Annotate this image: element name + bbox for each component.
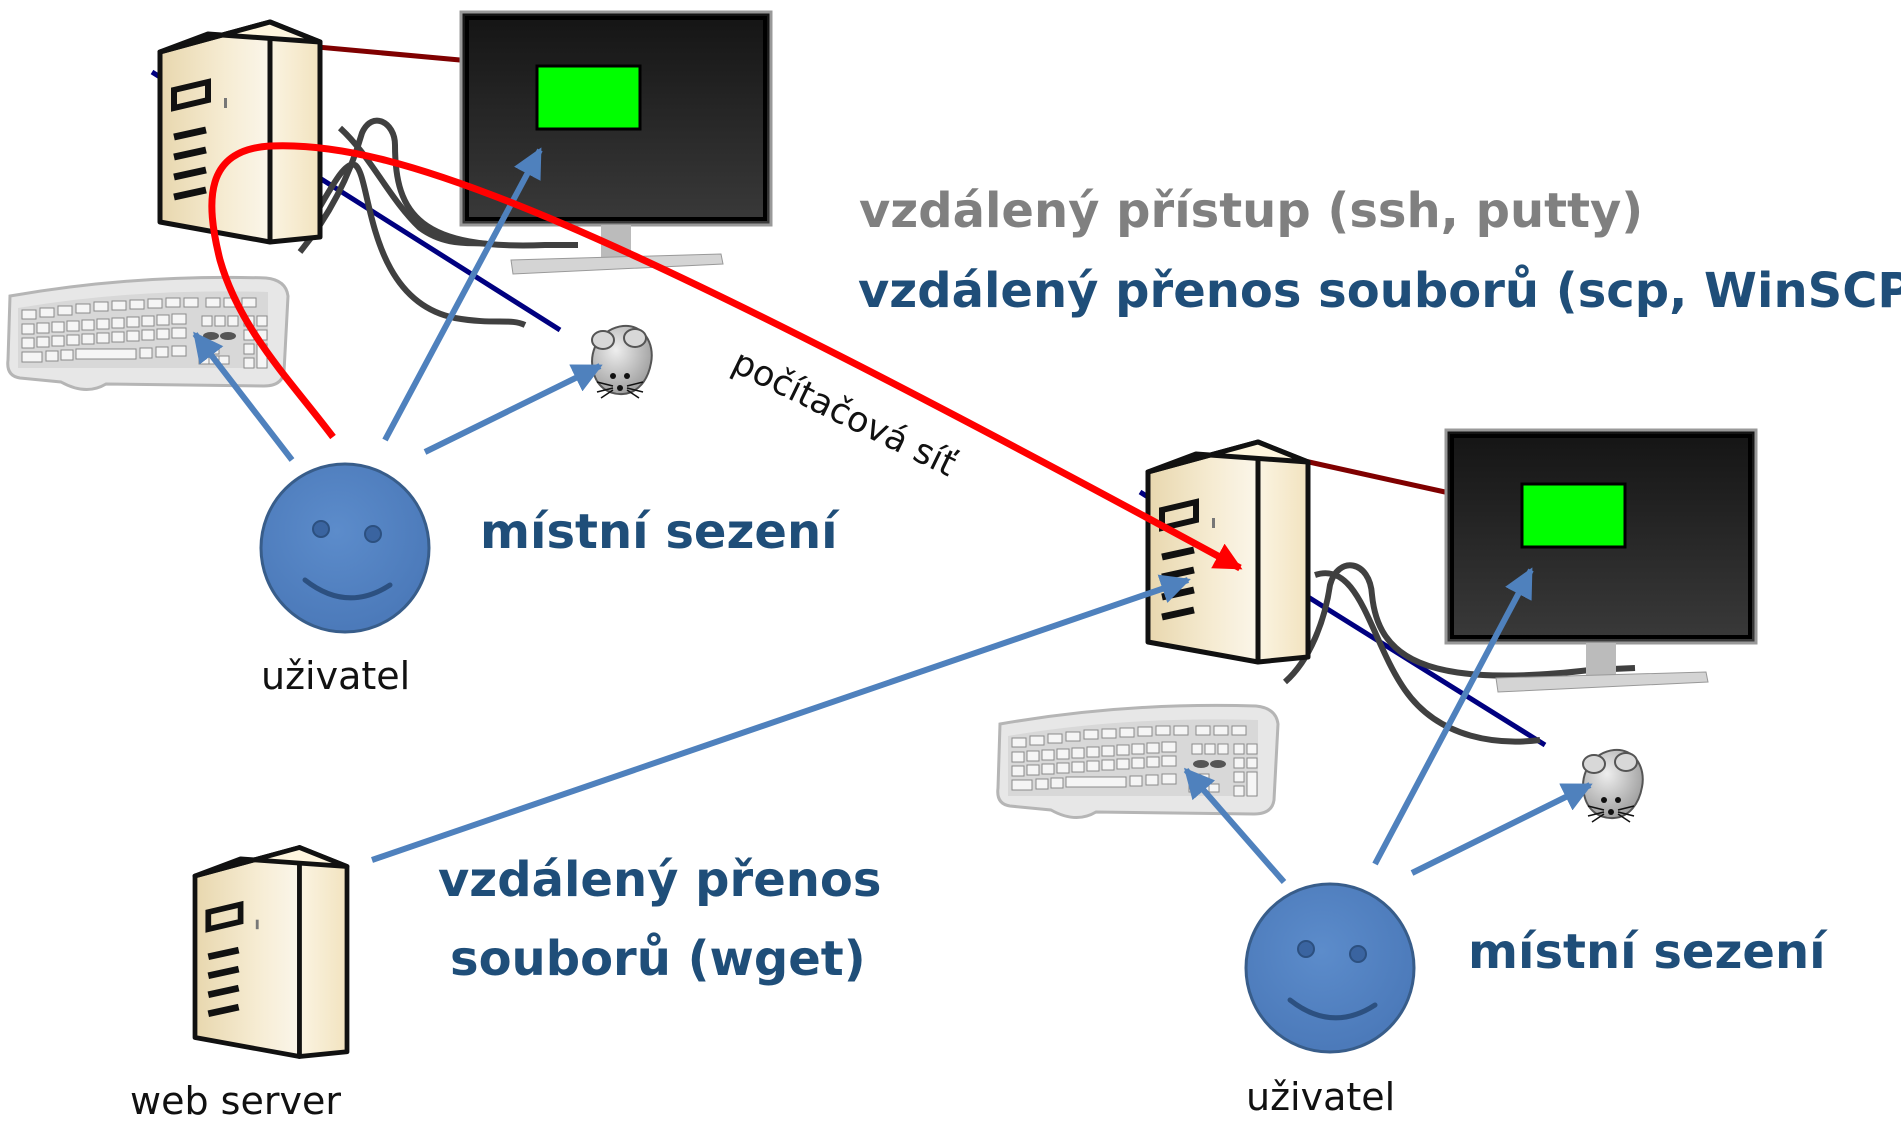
- keyboard-icon: [996, 703, 1280, 820]
- network-arrow: [208, 142, 1243, 572]
- local-session-arrows-2: [1183, 567, 1593, 884]
- user-label-2: uživatel: [1246, 1075, 1396, 1119]
- local-session-label-2: místní sezení: [1468, 924, 1826, 980]
- monitor-icon: [1444, 428, 1758, 694]
- mouse-icon: [1582, 748, 1644, 823]
- wget-arrow: [371, 574, 1191, 863]
- tower-server-icon: [1148, 442, 1308, 662]
- arrow-to-monitor: [1372, 567, 1534, 866]
- arrow-to-keyboard: [1183, 767, 1287, 884]
- arrow-to-mouse: [1410, 782, 1593, 876]
- wget-label-line1: vzdálený přenos: [438, 852, 882, 908]
- keyboard-icon: [6, 275, 290, 392]
- workstation-remote: [996, 428, 1758, 823]
- mouse-cable: [312, 161, 527, 328]
- local-session-label-1: místní sezení: [480, 504, 838, 560]
- local-session-arrows-1: [192, 147, 603, 462]
- workstation-local: [6, 10, 773, 399]
- user-label-1: uživatel: [261, 654, 411, 698]
- tower-server-icon: [195, 848, 347, 1057]
- arrow-to-monitor: [382, 147, 543, 442]
- smiley-user-icon: [261, 464, 429, 632]
- remote-access-label: vzdálený přístup (ssh, putty): [859, 183, 1644, 239]
- web-server: [195, 848, 347, 1057]
- keyboard-cable: [297, 117, 578, 254]
- monitor-icon: [459, 10, 773, 276]
- mouse-icon: [591, 324, 653, 399]
- arrow-to-mouse: [423, 363, 603, 455]
- tower-server-icon: [160, 22, 320, 242]
- remote-transfer-scp-label: vzdálený přenos souborů (scp, WinSCP): [858, 263, 1901, 319]
- arrow-to-keyboard: [192, 331, 295, 462]
- smiley-user-icon: [1246, 884, 1414, 1052]
- web-server-label: web server: [130, 1079, 341, 1123]
- wget-label-line2: souborů (wget): [450, 931, 866, 987]
